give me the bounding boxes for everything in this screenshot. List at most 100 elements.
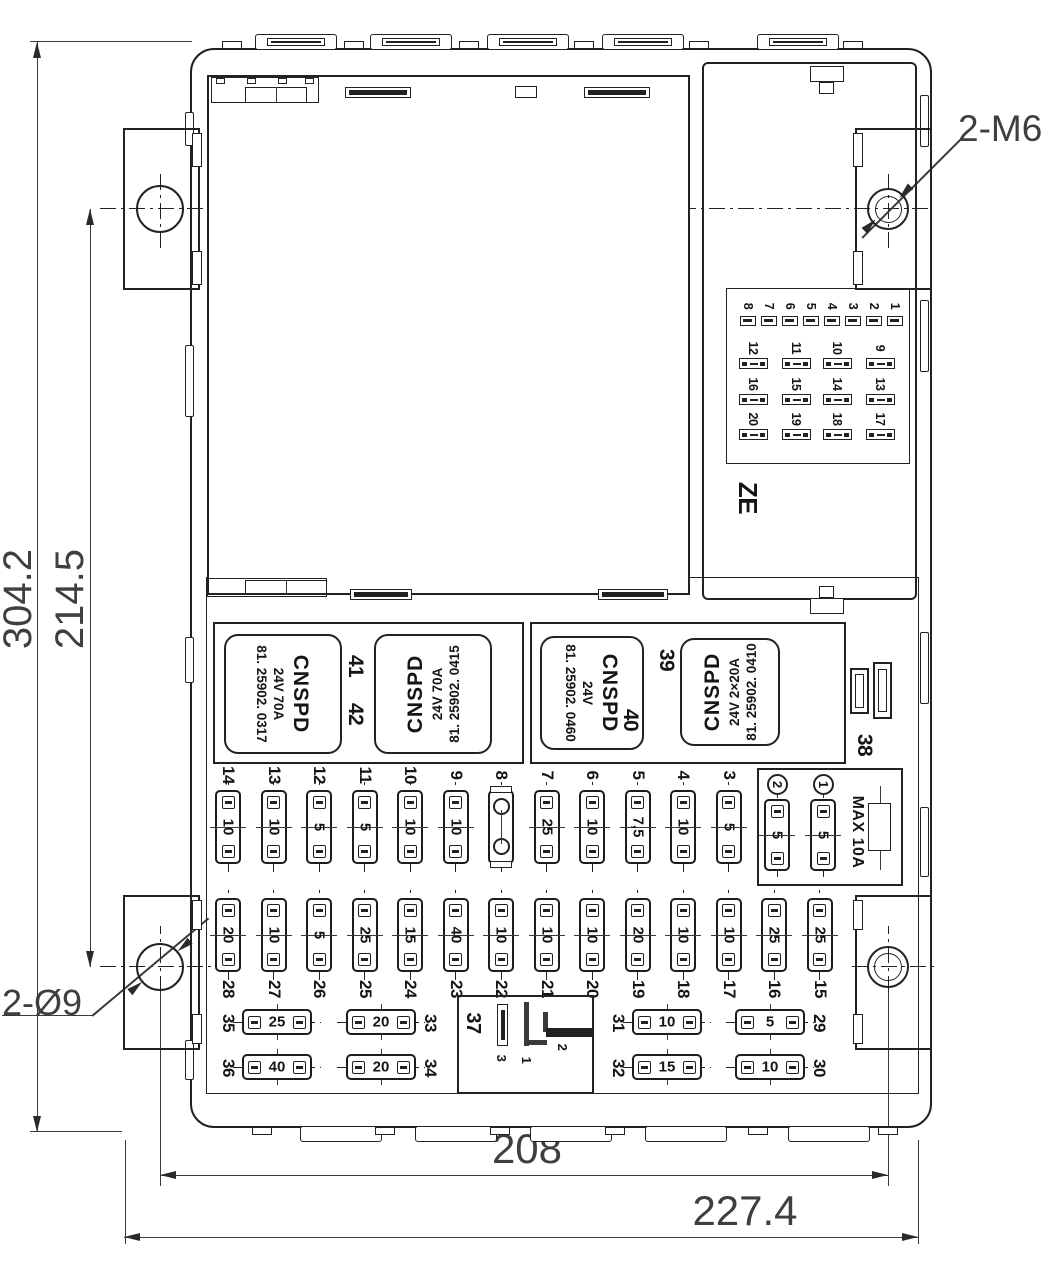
ze-pin-6 bbox=[782, 316, 798, 326]
pin-mark bbox=[834, 434, 842, 436]
fuse-terminal bbox=[722, 845, 735, 858]
pin-mark bbox=[760, 397, 765, 402]
fuse-terminal bbox=[722, 904, 735, 917]
mounting-hole-top-left bbox=[136, 185, 184, 233]
ze-pin-4 bbox=[824, 316, 840, 326]
edge-step bbox=[748, 1127, 768, 1135]
fuse-terminal bbox=[248, 1015, 261, 1029]
pin-mark bbox=[785, 397, 790, 402]
dim-arrow bbox=[124, 1232, 140, 1241]
fuse-position-label: 16 bbox=[765, 980, 784, 998]
fuse-terminal bbox=[540, 953, 553, 966]
fuse-terminal bbox=[722, 796, 735, 809]
fuse-amp: 15 bbox=[658, 1058, 676, 1076]
extractor-tool bbox=[529, 1040, 547, 1045]
component-38-label: 38 bbox=[853, 733, 876, 757]
bracket-clip bbox=[853, 251, 863, 285]
ze-pin-12 bbox=[739, 358, 768, 369]
fuse-amp: 5 bbox=[720, 822, 737, 832]
pin-mark bbox=[869, 319, 878, 322]
fuse-tick bbox=[574, 827, 610, 828]
pin-mark bbox=[806, 319, 815, 322]
ze-pin-3 bbox=[845, 316, 861, 326]
mounting-bracket bbox=[855, 895, 932, 1050]
dimension-line bbox=[30, 41, 192, 42]
fuse-terminal bbox=[540, 904, 553, 917]
fuse-terminal bbox=[676, 953, 690, 966]
pin-mark bbox=[887, 361, 892, 366]
fuse-position-label: 19 bbox=[628, 980, 648, 998]
edge-step bbox=[689, 41, 709, 49]
fuse-amp: 5 bbox=[768, 830, 786, 840]
pin-mark bbox=[887, 397, 892, 402]
ze-clip bbox=[819, 82, 834, 94]
pin-mark bbox=[834, 363, 842, 365]
tool-box-37 bbox=[457, 995, 594, 1094]
fuse-tick bbox=[255, 827, 292, 828]
relay-rating: 24V 70A bbox=[430, 667, 445, 721]
relay-position-label: 40 bbox=[619, 708, 642, 732]
pin-mark bbox=[742, 432, 747, 437]
fuse-terminal bbox=[358, 845, 371, 858]
edge-tab-slot bbox=[614, 38, 672, 46]
ze-pin-label: 18 bbox=[830, 412, 844, 426]
cover-tick bbox=[247, 78, 256, 84]
edge-tab bbox=[530, 1126, 612, 1142]
side-slot bbox=[920, 807, 929, 877]
fuse-amp: 20 bbox=[372, 1013, 390, 1031]
mounting-hole-top-right bbox=[867, 188, 909, 230]
ze-pin-label: 4 bbox=[825, 302, 839, 310]
ze-clip bbox=[810, 66, 844, 82]
mounting-hole-bottom-left bbox=[136, 943, 184, 991]
relay-part: 81. 25902. 0460 bbox=[563, 644, 578, 742]
dim-overall-width: 227.4 bbox=[692, 1187, 798, 1234]
ze-pin-label: 12 bbox=[746, 341, 760, 355]
fuse-terminal bbox=[221, 904, 235, 917]
fuse-terminal bbox=[540, 845, 553, 858]
relay-group-box bbox=[213, 622, 524, 764]
fuse-amp: 10 bbox=[219, 818, 237, 836]
fuse-tick bbox=[301, 827, 337, 828]
fuse-terminal bbox=[816, 805, 830, 818]
fuse-terminal bbox=[267, 904, 280, 917]
fuse-terminal bbox=[312, 953, 326, 966]
ze-pin-10 bbox=[823, 358, 852, 369]
fuse-tick bbox=[756, 935, 792, 936]
ze-pin-19 bbox=[782, 429, 811, 440]
relay-part: 81. 25902. 0410 bbox=[744, 643, 759, 741]
max-fuse-circled-id: 2 bbox=[766, 774, 788, 795]
fuse-terminal bbox=[221, 953, 235, 966]
dimension-line bbox=[30, 1131, 122, 1132]
fuse-terminal bbox=[676, 904, 690, 917]
fuse-terminal bbox=[352, 1060, 365, 1074]
fuse-position-label: 12 bbox=[310, 766, 329, 784]
fuse-position-label: 11 bbox=[355, 766, 375, 784]
fuse-tick bbox=[210, 935, 246, 936]
fuse-amp: 5 bbox=[356, 822, 373, 832]
edge-step bbox=[843, 41, 863, 49]
fuse-position-label: 9 bbox=[446, 770, 466, 780]
ze-pin-label: 1 bbox=[888, 302, 902, 310]
ze-pin-2 bbox=[866, 316, 882, 326]
fuse-terminal bbox=[770, 805, 784, 818]
fuse-position-label: 6 bbox=[583, 770, 602, 780]
edge-tab bbox=[788, 1126, 870, 1142]
fuse-position-label: 29 bbox=[810, 1014, 829, 1032]
fuse-terminal bbox=[267, 953, 280, 966]
fuse-terminal bbox=[403, 953, 417, 966]
ze-pin-18 bbox=[823, 429, 852, 440]
edge-tab-slot bbox=[382, 38, 440, 46]
fuse-amp: 10 bbox=[401, 818, 419, 836]
fuse-position-label: 30 bbox=[810, 1059, 829, 1077]
fuse-terminal bbox=[638, 1060, 651, 1074]
cover-slot bbox=[350, 589, 412, 600]
tool-item-label: 2 bbox=[555, 1043, 571, 1051]
pin-mark bbox=[750, 363, 758, 365]
fuse-tick bbox=[574, 935, 610, 936]
relay-position-label: 41 bbox=[344, 654, 367, 678]
inner bbox=[855, 674, 864, 708]
